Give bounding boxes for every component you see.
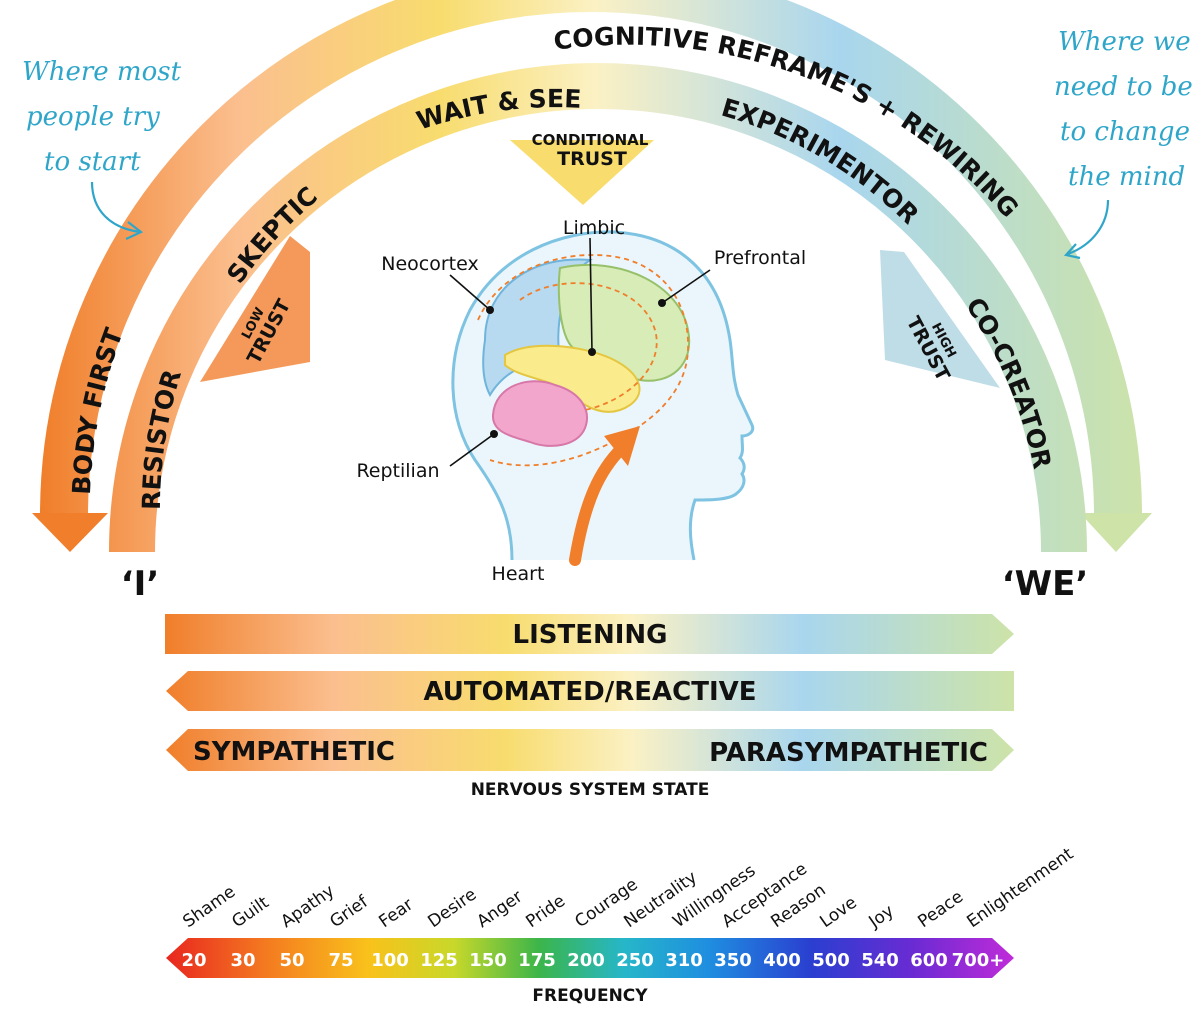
reptilian-leader: [449, 433, 495, 467]
we-label: ‘WE’: [1002, 564, 1089, 604]
emotion-label: Joy: [865, 901, 898, 933]
heart-arrow-head: [604, 426, 640, 466]
emotion-label: Shame: [179, 882, 239, 932]
right-note-line3: to change: [1060, 117, 1190, 147]
frequency-value: 125: [420, 950, 458, 971]
nervous-system-band: SYMPATHETIC PARASYMPATHETIC: [166, 729, 1014, 771]
prefrontal-label: Prefrontal: [714, 247, 806, 269]
low-trust-wedge: [200, 236, 310, 382]
frequency-value: 400: [763, 950, 801, 971]
emotion-label: Peace: [914, 887, 967, 932]
head-illustration: [451, 230, 755, 566]
high-trust-wedge: [880, 250, 1000, 388]
reptilian-dot: [490, 430, 498, 438]
listening-band: LISTENING: [165, 614, 1014, 654]
conditional-trust-wedge: [510, 140, 654, 205]
frequency-values: 20 30 50 75 100 125 150 175 200 250 310 350 400 500 54…: [181, 950, 1004, 971]
reptilian-region: [491, 380, 588, 447]
frequency-value: 600: [910, 950, 948, 971]
listening-arrow: [165, 614, 1014, 654]
prefrontal-leader: [661, 269, 711, 304]
right-note-arrowhead: [1063, 243, 1081, 260]
neocortex-leader: [449, 274, 491, 311]
parasympathetic-label: PARASYMPATHETIC: [709, 738, 988, 768]
frequency-caption: FREQUENCY: [532, 986, 648, 1006]
neocortex-dot: [486, 306, 494, 314]
heart-arrow-shaft: [569, 442, 628, 566]
limbic-dot: [588, 348, 596, 356]
frequency-value: 310: [665, 950, 703, 971]
left-note-arrow: [90, 181, 141, 234]
inner-arc: [109, 63, 1087, 553]
frequency-value: 100: [371, 950, 409, 971]
emotion-label: Desire: [424, 885, 480, 932]
left-note-arrowhead: [125, 221, 144, 240]
outer-arc: [32, 0, 1152, 552]
limbic-label: Limbic: [563, 217, 625, 239]
dashed-loop-inner: [519, 282, 658, 411]
frequency-value: 250: [616, 950, 654, 971]
automated-band: AUTOMATED/REACTIVE: [166, 671, 1014, 711]
inner-arc-band: [109, 63, 1087, 553]
frequency-value: 700+: [952, 950, 1005, 971]
prefrontal-dot: [658, 299, 666, 307]
right-note-line2: need to be: [1054, 72, 1193, 102]
listening-label: LISTENING: [513, 620, 668, 650]
left-note-line3: to start: [44, 147, 141, 177]
left-note-line2: people try: [26, 102, 160, 132]
right-note: Where we need to be to change the mind: [1054, 27, 1193, 260]
outer-right-arrowhead: [1080, 513, 1152, 552]
dashed-loop-outer: [477, 254, 689, 467]
right-note-line4: the mind: [1068, 162, 1185, 192]
emotion-label: Enlightenment: [963, 844, 1077, 932]
i-label: ‘I’: [121, 564, 159, 604]
frequency-value: 175: [518, 950, 556, 971]
frequency-value: 150: [469, 950, 507, 971]
sympathetic-label: SYMPATHETIC: [193, 737, 395, 767]
nervous-system-caption: NERVOUS SYSTEM STATE: [471, 780, 710, 800]
frequency-value: 30: [230, 950, 255, 971]
emotion-label: Pride: [522, 891, 569, 932]
emotion-label: Apathy: [277, 881, 338, 932]
frequency-value: 75: [328, 950, 353, 971]
emotion-label: Fear: [375, 895, 417, 932]
automated-arrow: [166, 671, 1014, 711]
frequency-value: 50: [279, 950, 304, 971]
left-note-line1: Where most: [22, 57, 182, 87]
frequency-value: 200: [567, 950, 605, 971]
frequency-value: 20: [181, 950, 206, 971]
emotion-label: Anger: [473, 887, 526, 932]
left-note: Where most people try to start: [22, 57, 182, 240]
right-note-line1: Where we: [1058, 27, 1191, 57]
neocortex-label: Neocortex: [381, 253, 478, 275]
outer-arc-band: [40, 0, 1142, 516]
frequency-value: 350: [714, 950, 752, 971]
frequency-value: 540: [861, 950, 899, 971]
heart-label: Heart: [492, 563, 545, 585]
conditional-trust-line2: TRUST: [557, 148, 627, 170]
automated-label: AUTOMATED/REACTIVE: [423, 677, 756, 707]
conditional-trust-line1: CONDITIONAL: [532, 131, 649, 149]
outer-left-arrowhead: [32, 513, 108, 552]
right-note-arrow: [1067, 199, 1110, 256]
frequency-bar: [166, 938, 1014, 978]
reptilian-label: Reptilian: [356, 460, 439, 482]
frequency-scale: 20 30 50 75 100 125 150 175 200 250 310 350 400 500 54…: [166, 844, 1077, 978]
nervous-system-arrow: [166, 729, 1014, 771]
limbic-leader: [589, 237, 593, 353]
frequency-value: 500: [812, 950, 850, 971]
